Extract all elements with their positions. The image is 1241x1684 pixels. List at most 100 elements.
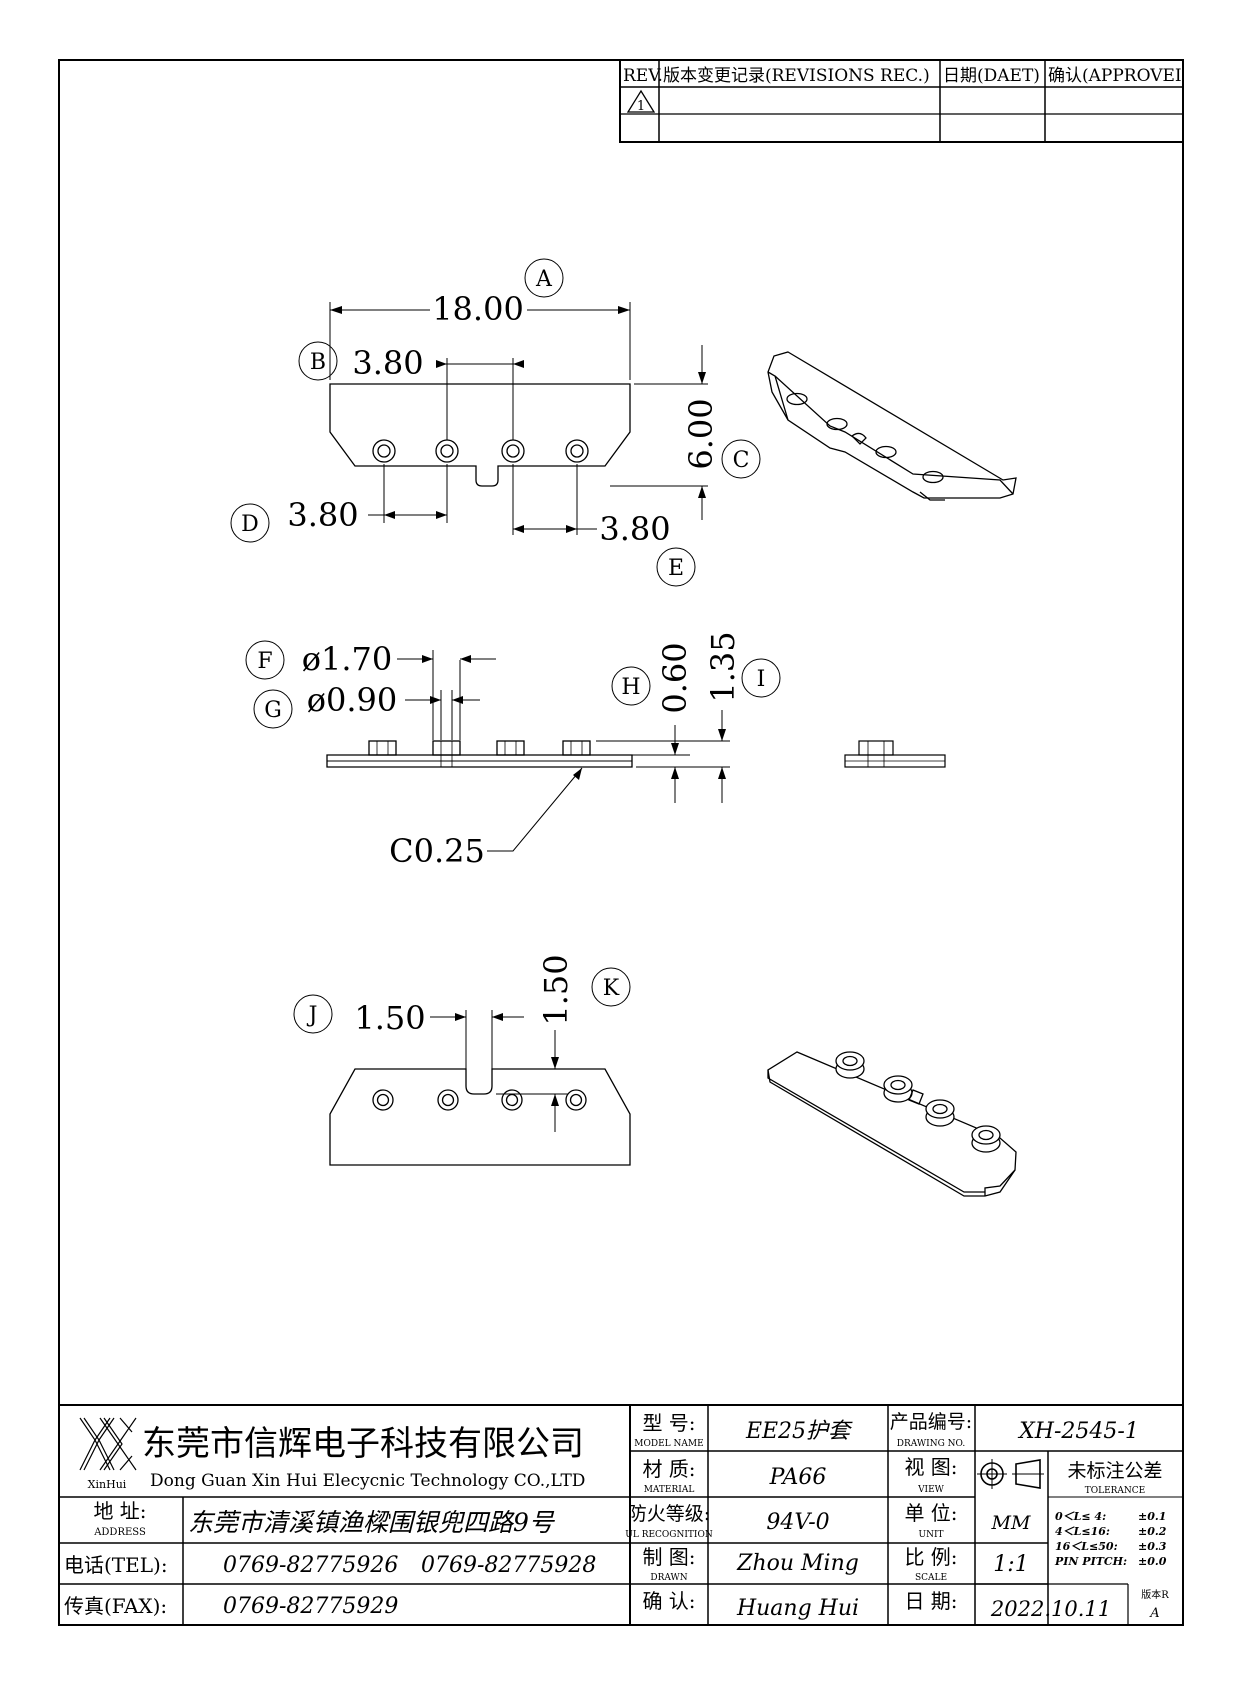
balloon-a-label: A <box>535 267 553 292</box>
revision-record-header: 版本变更记录(REVISIONS REC.) <box>663 66 930 86</box>
dim-pitch-bottom-right: 3.80 <box>599 510 670 548</box>
scale-label-en: SCALE <box>915 1573 947 1583</box>
dim-slot-width: 1.50 <box>354 999 425 1037</box>
balloon-h <box>611 666 651 706</box>
balloon-f <box>245 640 285 680</box>
company-name-en: Dong Guan Xin Hui Elecycnic Technology C… <box>150 1471 585 1491</box>
tolerance-range: PIN PITCH: <box>1054 1555 1127 1568</box>
side-view <box>245 640 781 852</box>
view-label-en: VIEW <box>917 1485 945 1495</box>
fax-label: 传真(FAX): <box>64 1594 167 1618</box>
tel-number-1: 0769-82775926 <box>223 1553 398 1578</box>
top-view <box>230 258 761 587</box>
tel-label: 电话(TEL): <box>64 1553 168 1577</box>
drawing-no-value: XH-2545-1 <box>1017 1419 1139 1444</box>
side-view-bosses <box>368 740 591 767</box>
balloon-g <box>253 689 293 729</box>
isometric-view-top <box>767 351 1017 501</box>
approve-header: 确认(APPROVEI <box>1048 66 1182 86</box>
bottom-view <box>293 967 631 1166</box>
balloon-b-label: B <box>310 350 326 375</box>
unit-label-en: UNIT <box>918 1530 943 1540</box>
tolerance-title-en: TOLERANCE <box>1085 1486 1146 1496</box>
balloon-h-label: H <box>621 675 640 700</box>
balloon-a <box>524 258 564 298</box>
tolerance-value: ±0.2 <box>1138 1525 1167 1538</box>
drawn-label-en: DRAWN <box>650 1573 687 1583</box>
model-label-en: MODEL NAME <box>634 1439 703 1449</box>
dim-plate-thickness: 0.60 <box>656 642 694 713</box>
balloon-j-label: J <box>307 1003 318 1028</box>
balloon-b <box>298 341 338 381</box>
ul-label: 防火等级: <box>628 1503 710 1525</box>
ul-label-en: UL RECOGNITION <box>625 1530 713 1540</box>
balloon-k <box>591 967 631 1007</box>
balloon-c <box>721 439 761 479</box>
dim-total-height: 1.35 <box>704 631 742 702</box>
balloon-d-label: D <box>241 512 259 537</box>
date-value: 2022.10.11 <box>990 1597 1111 1621</box>
xinhui-logo-icon <box>79 1417 137 1471</box>
view-label: 视 图: <box>904 1455 957 1479</box>
drawn-value: Zhou Ming <box>736 1551 859 1576</box>
top-view-outline <box>329 383 631 487</box>
tolerance-range: 0＜L≤ 4: <box>1055 1510 1106 1523</box>
material-value: PA66 <box>769 1465 827 1490</box>
address-value: 东莞市清溪镇渔樑围银兜四路9号 <box>188 1508 556 1537</box>
ul-value: 94V-0 <box>766 1510 829 1535</box>
tolerance-title: 未标注公差 <box>1067 1460 1162 1482</box>
dim-pitch-top: 3.80 <box>352 344 423 382</box>
date-label: 日 期: <box>904 1589 957 1613</box>
material-label: 材 质: <box>642 1457 695 1481</box>
revision-number: 1 <box>637 99 645 114</box>
model-value: EE25护套 <box>745 1419 853 1444</box>
approved-label: 确 认: <box>642 1589 695 1613</box>
dim-overall-width: 18.00 <box>432 290 524 328</box>
top-view-holes <box>372 439 589 463</box>
dim-slot-depth: 1.50 <box>537 954 575 1025</box>
version-label: 版本R <box>1141 1588 1169 1601</box>
drawing-no-label: 产品编号: <box>890 1411 972 1433</box>
tel-number-2: 0769-82775928 <box>421 1553 596 1578</box>
title-block-text: XinHui 东莞市信辉电子科技有限公司 Dong Guan Xin Hui E… <box>64 1411 1169 1621</box>
tolerance-value: ±0.3 <box>1138 1540 1167 1553</box>
tolerance-range: 4＜L≤16: <box>1055 1525 1110 1538</box>
dim-pitch-bottom-left: 3.80 <box>287 496 358 534</box>
side-view-base <box>326 754 633 768</box>
dim-outer-diameter: ø1.70 <box>302 640 393 678</box>
title-block <box>58 1404 1184 1626</box>
date-header: 日期(DAET) <box>943 66 1040 86</box>
balloon-i-label: I <box>757 667 766 692</box>
top-view-labels: 18.00 3.80 6.00 3.80 3.80 <box>287 290 720 548</box>
fax-number: 0769-82775929 <box>223 1594 398 1619</box>
model-label: 型 号: <box>642 1411 695 1435</box>
material-label-en: MATERIAL <box>644 1485 695 1495</box>
address-label: 地 址: <box>93 1499 146 1523</box>
projection-symbol-icon <box>977 1459 1044 1489</box>
dim-height: 6.00 <box>682 398 720 469</box>
tolerance-list: 0＜L≤ 4: ±0.1 4＜L≤16: ±0.2 16＜L≤50: ±0.3 … <box>1054 1510 1167 1568</box>
balloon-d <box>230 503 270 543</box>
bottom-view-holes <box>372 1089 587 1111</box>
tolerance-value: ±0.1 <box>1138 1510 1166 1523</box>
revision-table: REV. 版本变更记录(REVISIONS REC.) 日期(DAET) 确认(… <box>619 59 1184 143</box>
bottom-view-outline <box>329 1068 631 1166</box>
drawing-no-label-en: DRAWING NO. <box>897 1439 966 1449</box>
logo-text: XinHui <box>88 1478 127 1491</box>
balloon-k-label: K <box>603 976 620 1001</box>
version-value: A <box>1149 1606 1159 1621</box>
balloon-j <box>293 994 333 1034</box>
scale-value: 1:1 <box>993 1552 1028 1577</box>
iso-bosses <box>835 1051 1001 1153</box>
approved-value: Huang Hui <box>736 1596 859 1621</box>
address-label-en: ADDRESS <box>93 1527 146 1538</box>
company-name-cn: 东莞市信辉电子科技有限公司 <box>142 1424 584 1464</box>
balloon-e-label: E <box>668 556 684 581</box>
bottom-view-labels: 1.50 1.50 <box>354 954 575 1037</box>
side-view-labels: ø1.70 ø0.90 0.60 1.35 C0.25 <box>302 631 742 870</box>
drawn-label: 制 图: <box>642 1545 695 1569</box>
unit-value: MM <box>991 1512 1031 1534</box>
scale-label: 比 例: <box>904 1545 957 1569</box>
dim-inner-diameter: ø0.90 <box>307 681 398 719</box>
end-view <box>844 740 946 768</box>
